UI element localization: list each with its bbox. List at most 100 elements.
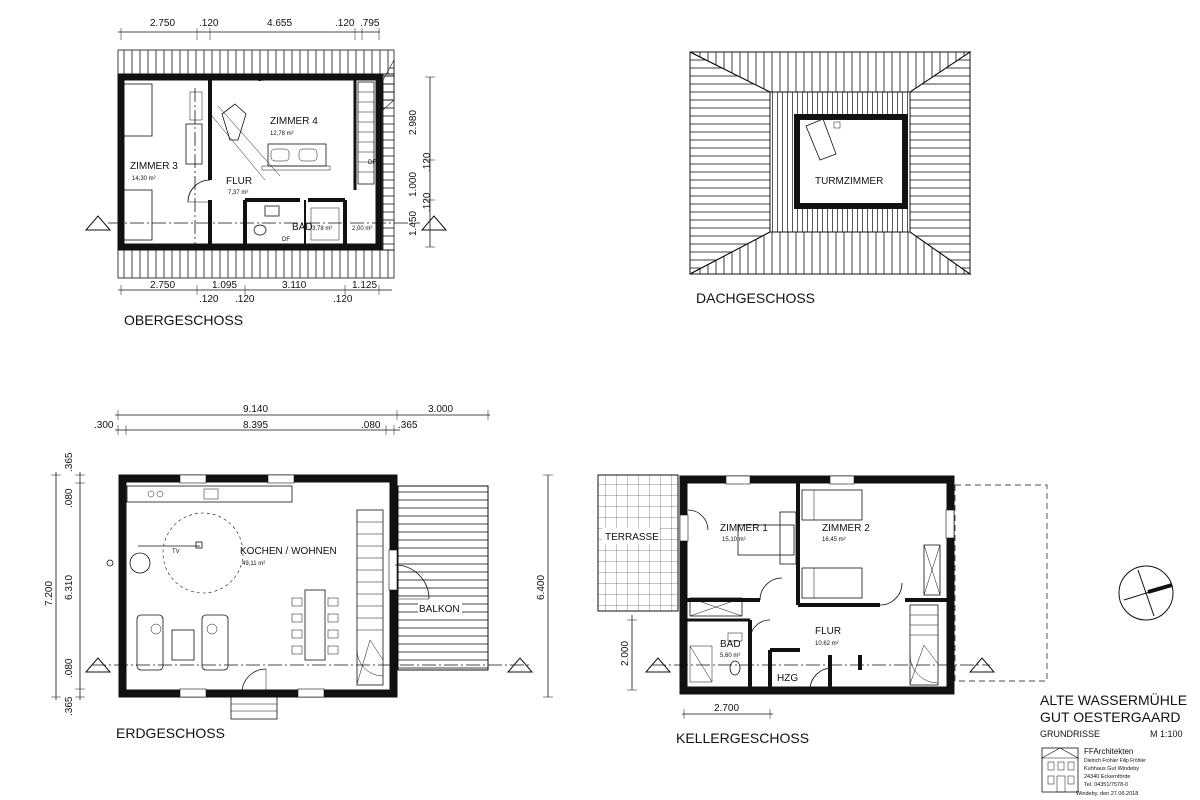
og-bed-1 [122,83,153,137]
kellergeschoss-plan: ZIMMER 1 15,10 m² ZIMMER 2 16,45 m² BAD … [597,474,1048,746]
eg-dim-left: .365 [64,696,75,716]
kg-room-name: FLUR [815,626,841,637]
dachgeschoss-plan: TURMZIMMER DACHGESCHOSS [689,51,972,306]
eg-dining-table [304,589,326,661]
kg-bed-3 [801,567,863,599]
og-roof-top [117,49,395,75]
kg-room-name: HZG [777,673,798,684]
eg-dim-left: .080 [64,488,75,508]
firm-phone: Tel. 04351/7578-0 [1084,782,1128,788]
kg-dim-left: 2.000 [620,641,631,666]
og-dim-right: 1.450 [408,211,419,236]
og-dim-top: .795 [360,18,380,29]
eg-dim-left-total: 7.200 [44,581,55,606]
obergeschoss-plan: ZIMMER 3 14,30 m² ZIMMER 4 12,78 m² FLUR… [84,18,448,328]
eg-room-area: 49,11 m² [242,561,265,567]
eg-dim-top: 3.000 [428,404,453,415]
og-room-name: BAD [292,222,313,233]
kg-room-area: 5,60 m² [720,653,740,659]
firm-date: Windeby, den 27.06.2018 [1076,791,1138,797]
eg-dim-left: .365 [64,452,75,472]
og-caption: OBERGESCHOSS [124,312,243,328]
title-line-2: GUT OESTERGAARD [1040,709,1181,725]
title-subtitle: GRUNDRISSE [1040,729,1100,739]
og-tag: DF [258,77,266,83]
kg-dim-bottom: 2.700 [714,703,739,714]
eg-dim-top-inner: 8.395 [243,420,268,431]
og-room-area: 14,30 m² [132,176,156,182]
eg-sofa-right [201,614,229,671]
erdgeschoss-plan: TV [44,404,553,741]
og-bed-2 [122,189,153,241]
og-roof-bottom [117,249,395,279]
title-line-1: ALTE WASSERMÜHLE [1040,691,1187,708]
kg-room-name: ZIMMER 1 [720,523,768,534]
og-room-name: FLUR [226,176,252,187]
kg-stair [909,604,939,686]
og-dim-right-small: .120 [422,192,433,212]
og-dim-bottom-small: .120 [199,294,219,305]
og-dim-bottom: 3.110 [282,280,307,291]
firm-logo-icon [1040,747,1080,793]
kg-bed-2 [801,489,863,521]
kg-room-name: ZIMMER 2 [822,523,870,534]
og-room-area: 7,37 m² [228,190,248,196]
eg-balkon [397,485,489,671]
og-dim-right: 2.980 [408,110,419,135]
firm-name: FFArchitekten [1084,747,1133,756]
og-dim-bottom: 1.095 [212,280,237,291]
firm-names: Dietrich Fröhler Filip Fröhler [1084,758,1146,764]
eg-dim-top: 9.140 [243,404,268,415]
eg-caption: ERDGESCHOSS [116,725,225,741]
og-room-name: ZIMMER 3 [130,161,178,172]
og-dim-top: .120 [199,18,219,29]
og-dim-bottom-small: .120 [235,294,255,305]
kg-room-area: 16,45 m² [822,537,846,543]
og-dim-right-small: .120 [422,152,433,172]
og-dim-right: 1.000 [408,172,419,197]
kg-room-name: TERRASSE [605,532,659,543]
eg-dim-top-inner: .365 [398,420,418,431]
kg-bed-1 [737,524,795,556]
title-scale: M 1:100 [1150,729,1183,739]
kg-outer-wall [680,476,954,694]
firm-address-2: 24340 Eckernförde [1084,774,1130,780]
eg-entry-steps [230,696,278,720]
eg-room-name: BALKON [419,604,460,615]
eg-outer-wall [119,475,397,697]
og-dim-top: .120 [335,18,355,29]
eg-dim-right: 6.400 [536,575,547,600]
og-dim-bottom-small: .120 [333,294,353,305]
eg-sofa-left [136,614,164,671]
title-block: ALTE WASSERMÜHLE GUT OESTERGAARD GRUNDRI… [1040,691,1187,797]
dg-turmzimmer [794,114,908,209]
firm-address-1: Kuhhaus Gut Windeby [1084,766,1139,772]
eg-room-name: KOCHEN / WOHNEN [240,546,337,557]
eg-dim-top-inner: .080 [361,420,381,431]
kg-room-area: 10,62 m² [815,641,839,647]
north-arrow-icon [1118,565,1174,621]
eg-dim-top-inner: .300 [94,420,114,431]
og-extra-area: 2,00 m² [352,226,372,232]
eg-tv-label: TV [172,549,180,555]
og-stair [357,81,375,185]
kg-room-area: 15,10 m² [722,537,746,543]
eg-stair [356,509,384,686]
og-room-area: 3,78 m² [312,226,332,232]
kg-caption: KELLERGESCHOSS [676,730,809,746]
og-dim-bottom: 1.125 [352,280,377,291]
dg-caption: DACHGESCHOSS [696,290,815,306]
eg-dim-left: .080 [64,658,75,678]
eg-dim-left: 6.310 [64,575,75,600]
og-tag: DF [282,237,290,243]
og-dim-bottom: 2.750 [150,280,175,291]
og-tag: DF [368,160,376,166]
eg-kitchen-counter [126,485,293,503]
dg-room-name: TURMZIMMER [815,176,883,187]
og-dim-top: 4.655 [267,18,292,29]
kg-room-name: BAD [720,639,741,650]
og-dim-top: 2.750 [150,18,175,29]
og-room-area: 12,78 m² [270,131,294,137]
og-room-name: ZIMMER 4 [270,116,318,127]
